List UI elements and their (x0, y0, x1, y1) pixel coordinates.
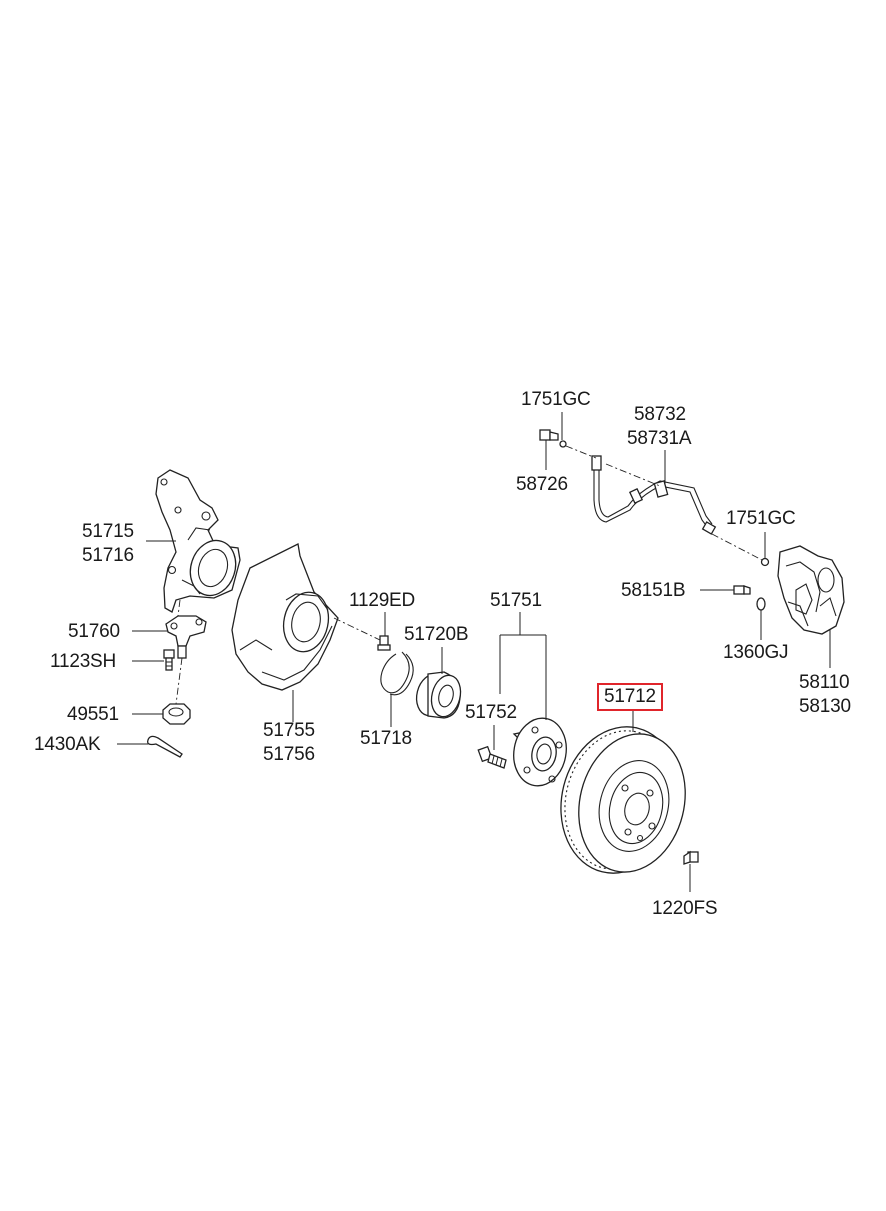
screw-1220fs (683, 850, 699, 865)
part-label-51718[interactable]: 51718 (360, 728, 412, 749)
part-label-51715[interactable]: 51715 (82, 521, 134, 542)
bolt-58151b (733, 585, 751, 595)
hub-bolt-51752 (477, 745, 507, 769)
part-label-1123sh[interactable]: 1123SH (50, 651, 117, 672)
brake-hose (539, 429, 717, 535)
wheel-bearing-51720b (415, 671, 462, 719)
bolt-1129ed (377, 635, 391, 651)
part-label-51760[interactable]: 51760 (68, 621, 120, 642)
part-label-51755[interactable]: 51755 (263, 720, 315, 741)
brake-disc-51712 (560, 726, 686, 874)
dust-cover (231, 543, 339, 691)
cotter-pin-1430ak (147, 735, 183, 758)
part-label-58731a[interactable]: 58731A (627, 428, 692, 449)
part-label-51712-highlighted[interactable]: 51712 (597, 683, 663, 711)
part-label-1220fs[interactable]: 1220FS (652, 898, 718, 919)
washer-1751gc (760, 557, 770, 567)
wheel-hub-51751 (512, 717, 567, 787)
part-label-1751gc-top[interactable]: 1751GC (521, 389, 591, 410)
part-label-58151b[interactable]: 58151B (621, 580, 686, 601)
part-label-58130[interactable]: 58130 (799, 696, 851, 717)
part-label-58726[interactable]: 58726 (516, 474, 568, 495)
part-label-1430ak[interactable]: 1430AK (34, 734, 101, 755)
snap-ring-51718 (380, 651, 414, 696)
washer-1360gj (756, 597, 766, 611)
part-label-1360gj[interactable]: 1360GJ (723, 642, 789, 663)
part-label-51751[interactable]: 51751 (490, 590, 542, 611)
brake-caliper (777, 545, 845, 635)
part-label-58732[interactable]: 58732 (634, 404, 686, 425)
part-label-1751gc-right[interactable]: 1751GC (726, 508, 796, 529)
part-label-51752[interactable]: 51752 (465, 702, 517, 723)
part-label-51756[interactable]: 51756 (263, 744, 315, 765)
part-label-51720b[interactable]: 51720B (404, 624, 469, 645)
part-label-49551[interactable]: 49551 (67, 704, 119, 725)
bolt-1123sh (163, 649, 175, 671)
part-label-58110[interactable]: 58110 (799, 672, 850, 693)
part-label-1129ed[interactable]: 1129ED (349, 590, 416, 611)
steering-knuckle (155, 469, 241, 613)
part-label-51716[interactable]: 51716 (82, 545, 134, 566)
nut-49551 (162, 703, 191, 725)
